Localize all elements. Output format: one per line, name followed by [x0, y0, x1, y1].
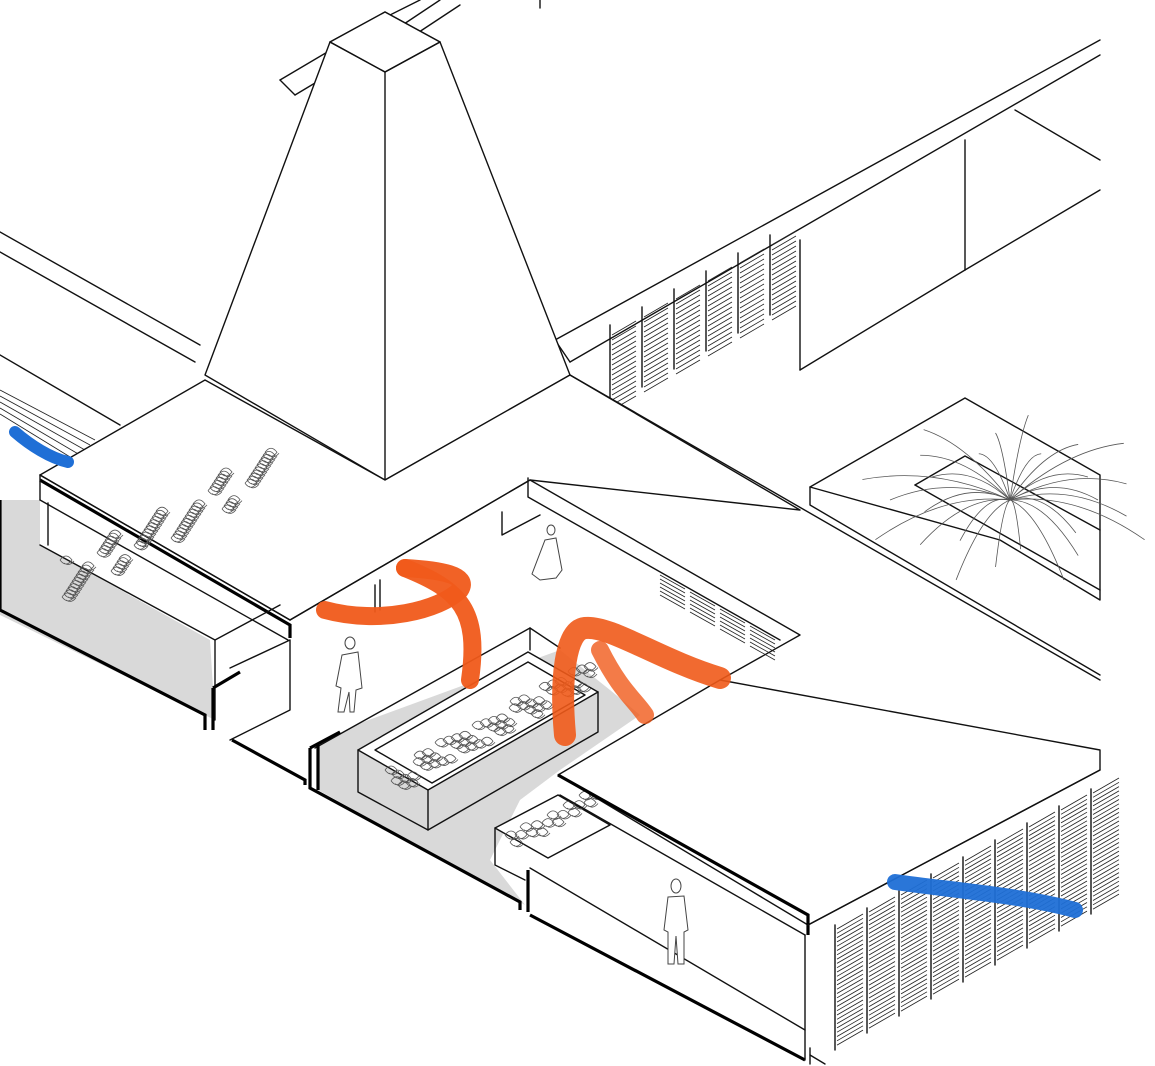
airflow-warm-2	[552, 616, 731, 746]
back-right-roof	[554, 39, 1101, 371]
north-marker	[809, 1047, 826, 1065]
palm-plant	[862, 414, 1145, 581]
airflow-cool-1	[9, 426, 74, 468]
airflow-cool-2	[887, 874, 1083, 918]
left-planter	[0, 500, 291, 741]
back-left-roof	[0, 231, 201, 461]
person-figure-1	[335, 636, 363, 713]
planter-plants-left	[59, 447, 280, 602]
louvred-screen-upper	[609, 230, 797, 411]
airflow-warm-1	[316, 559, 482, 689]
front-roof-slab	[529, 679, 1101, 1061]
person-figure-2	[531, 524, 563, 581]
section-cut-walls	[231, 730, 806, 1062]
roof-planter	[809, 397, 1101, 676]
louvred-screen-courtyard	[659, 574, 776, 661]
person-figure-3	[663, 878, 689, 965]
